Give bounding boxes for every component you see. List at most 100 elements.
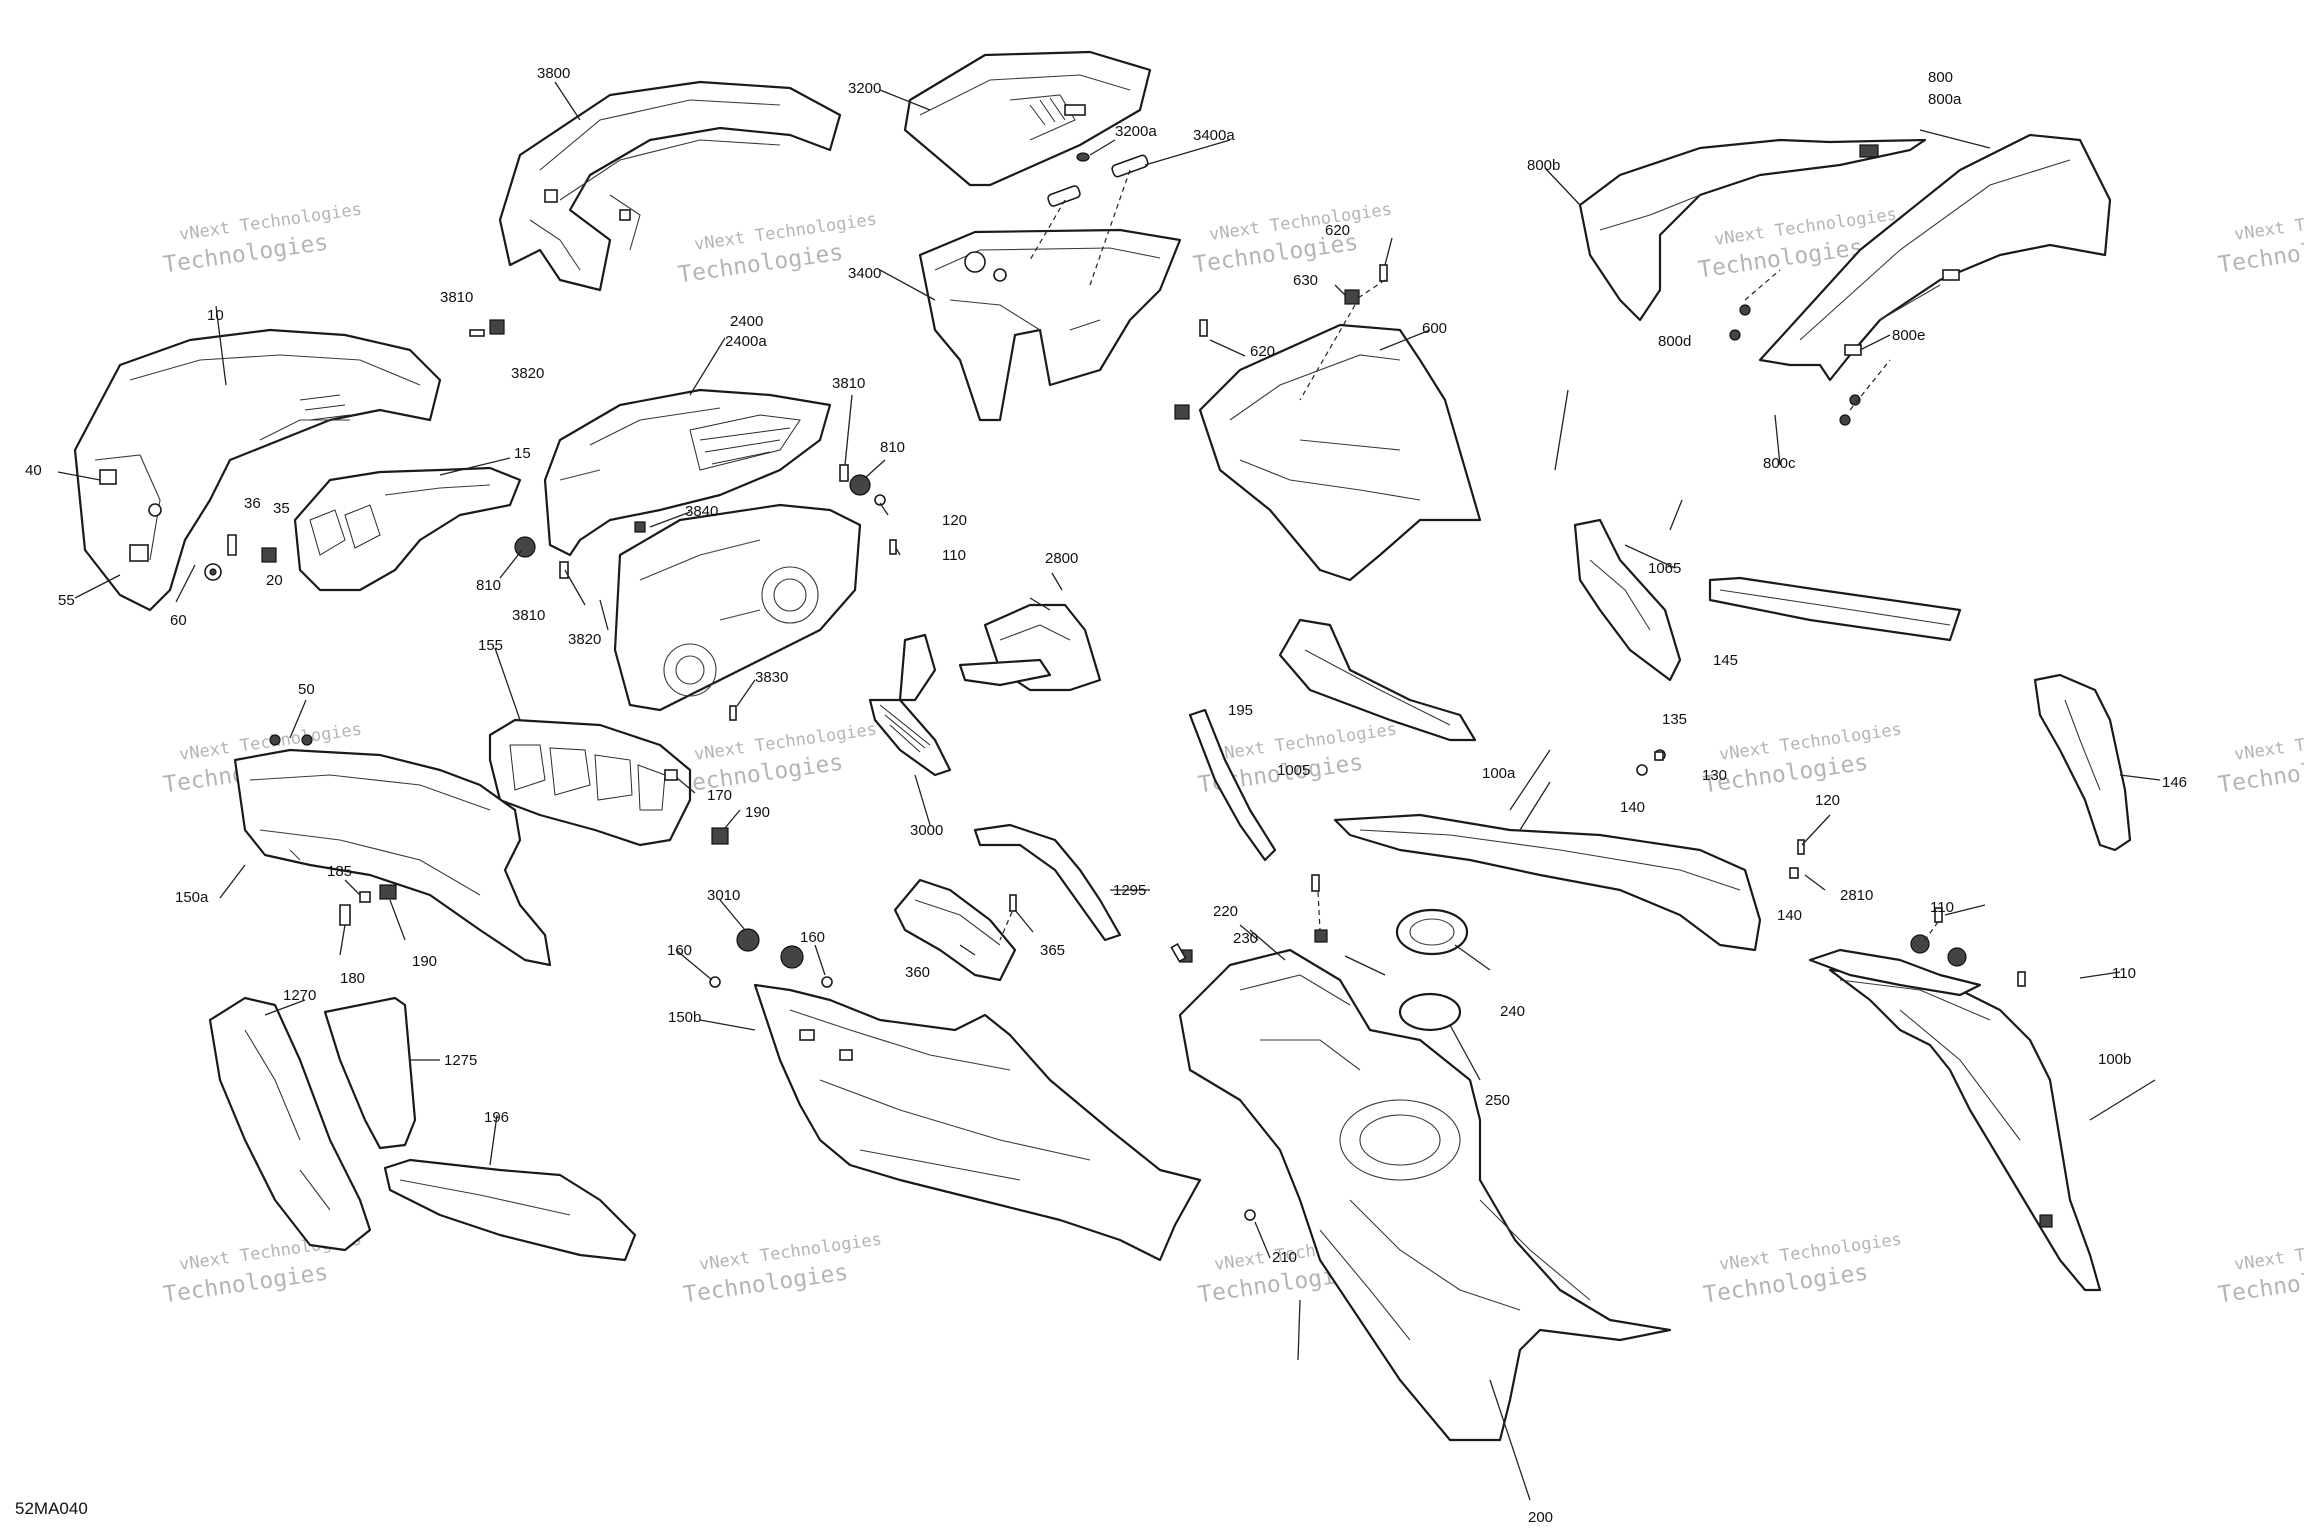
part-120-clip[interactable] (874, 494, 886, 506)
part-620-screw[interactable] (1199, 319, 1208, 337)
part-800c-grommet[interactable] (1839, 414, 1851, 426)
part-800c-grommet[interactable] (1849, 394, 1861, 406)
part-160-clip[interactable] (821, 976, 833, 988)
part-50-clip[interactable] (269, 734, 281, 746)
part-100b-panel[interactable] (1828, 968, 2102, 1292)
part-1065-bracket[interactable] (1573, 518, 1682, 682)
watermark: vNext Technologies Technologies (2217, 720, 2304, 799)
part-1005-strip[interactable] (1188, 708, 1277, 862)
part-160-clip[interactable] (709, 976, 721, 988)
label-800b: 800b (1527, 157, 1560, 174)
part-36-screw[interactable] (227, 534, 237, 556)
part-800e-pad[interactable] (1942, 269, 1960, 281)
part-110-screw[interactable] (2017, 971, 2026, 987)
part-250-gasket[interactable] (1398, 992, 1462, 1032)
part-3000-bracket[interactable] (868, 633, 952, 777)
part-800b-trim[interactable] (1578, 138, 1927, 322)
part-800-side-panel[interactable] (1758, 133, 2112, 382)
part-2810-grommet[interactable] (1947, 947, 1967, 967)
part-150a-side-panel[interactable] (233, 748, 552, 967)
part-220-screw[interactable] (1170, 942, 1187, 963)
part-110-screw[interactable] (1934, 907, 1943, 923)
part-180-screw[interactable] (339, 904, 351, 926)
part-2800-tab[interactable] (958, 658, 1052, 687)
part-1270-panel[interactable] (208, 996, 372, 1252)
part-3010-grommet[interactable] (780, 945, 804, 969)
part-2810-grommet[interactable] (1910, 934, 1930, 954)
label-195: 195 (1228, 702, 1253, 719)
label-190-mid: 190 (745, 804, 770, 821)
part-195-strip[interactable] (1278, 618, 1477, 742)
part-3830-screw[interactable] (729, 705, 737, 721)
label-2800: 2800 (1045, 550, 1078, 567)
part-155-vent[interactable] (488, 718, 692, 847)
label-55: 55 (58, 592, 75, 609)
part-3400-storage-bin[interactable] (918, 228, 1182, 422)
part-365-screw[interactable] (1009, 894, 1017, 912)
part-200-tank-base[interactable] (1178, 948, 1672, 1442)
part-15-air-duct[interactable] (293, 466, 522, 592)
label-800e: 800e (1892, 327, 1925, 344)
part-810-grommet[interactable] (514, 536, 536, 558)
part-3400a-pad[interactable] (1111, 154, 1149, 178)
label-800: 800 (1928, 69, 1953, 86)
part-620-screw[interactable] (1379, 264, 1388, 282)
label-185: 185 (327, 863, 352, 880)
part-220-screw[interactable] (1311, 874, 1320, 892)
label-110-left: 110 (942, 547, 966, 564)
part-196-strip[interactable] (383, 1158, 637, 1262)
part-3810-screw[interactable] (559, 561, 569, 579)
part-140-clip[interactable] (1636, 764, 1648, 776)
part-1275-panel[interactable] (323, 996, 417, 1150)
part-630-nut[interactable] (1344, 289, 1360, 305)
part-800d-grommet[interactable] (1739, 304, 1751, 316)
part-110-screw[interactable] (889, 539, 897, 555)
part-140-clip[interactable] (1789, 867, 1799, 879)
part-3810-screw[interactable] (839, 464, 849, 482)
part-3010-grommet[interactable] (736, 928, 760, 952)
part-810-grommet[interactable] (849, 474, 871, 496)
part-3800-support-frame[interactable] (498, 80, 842, 292)
part-600-console[interactable] (1198, 323, 1482, 582)
part-170-screw[interactable] (664, 769, 678, 781)
watermark-layer: vNext Technologies Technologies vNext Te… (162, 200, 2304, 1309)
part-120-clip[interactable] (1797, 839, 1805, 855)
part-3200a-pad[interactable] (1047, 185, 1081, 207)
part-210-clip[interactable] (1244, 1209, 1256, 1221)
label-800d: 800d (1658, 333, 1691, 350)
label-135: 135 (1662, 711, 1687, 728)
label-620-mid: 620 (1250, 343, 1275, 360)
part-50-clip[interactable] (301, 734, 313, 746)
part-185-clip[interactable] (359, 891, 371, 903)
part-35-clip[interactable] (261, 547, 277, 563)
part-630-nut[interactable] (1174, 404, 1190, 420)
part-145-strip[interactable] (1708, 576, 1962, 642)
part-150b-side-panel[interactable] (753, 983, 1202, 1262)
label-180: 180 (340, 970, 365, 987)
label-3000: 3000 (910, 822, 943, 839)
part-3200-storage-cover[interactable] (903, 50, 1152, 187)
part-146-panel[interactable] (2033, 673, 2132, 852)
part-800e-pad[interactable] (1844, 344, 1862, 356)
label-20: 20 (266, 572, 283, 589)
part-135-clip[interactable] (1654, 751, 1664, 761)
part-10-front-nose[interactable] (73, 328, 442, 612)
part-800d-grommet[interactable] (1729, 329, 1741, 341)
part-3200a-grommet[interactable] (1076, 152, 1090, 162)
part-100a-trim[interactable] (1333, 813, 1762, 952)
label-170: 170 (707, 787, 732, 804)
label-196: 196 (484, 1109, 509, 1126)
part-240-filler-ring[interactable] (1395, 908, 1469, 956)
part-190-nut[interactable] (379, 884, 397, 900)
part-2400-headlight-cover[interactable] (543, 388, 832, 557)
part-3840-clip[interactable] (634, 521, 646, 533)
part-230-clip[interactable] (1314, 929, 1328, 943)
part-190-nut[interactable] (711, 827, 729, 845)
part-1295-strip[interactable] (973, 823, 1122, 942)
part-360-bracket[interactable] (893, 878, 1017, 982)
headlight-assembly[interactable] (613, 503, 862, 712)
part-3810-screw[interactable] (469, 329, 485, 337)
part-2810-bracket[interactable] (1808, 948, 1982, 997)
part-3820-nut[interactable] (489, 319, 505, 335)
watermark: vNext Technologies Technologies (2217, 200, 2304, 279)
